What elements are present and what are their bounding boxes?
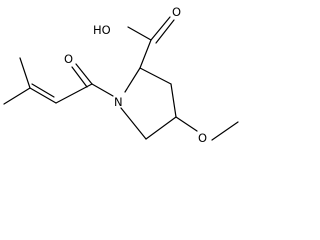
bond-c3-c4 <box>170 83 177 118</box>
bond-o-methoxy-ch3 <box>211 121 239 141</box>
atom-label-n: N <box>114 95 123 109</box>
bond-c-acid-o-double-1 <box>150 16 171 41</box>
bond-c-carbonyl-c-alpha <box>55 83 93 104</box>
atom-label-o-methoxy: O <box>198 131 207 145</box>
bond-c-beta-methyl-bottom <box>3 87 31 105</box>
bond-c-beta-methyl-top <box>19 57 31 89</box>
bond-c2-c-acid <box>139 39 152 69</box>
atom-label-o-acid: O <box>172 5 181 19</box>
bond-c-acid-oh <box>127 26 152 41</box>
structure-diagram: HO O O N O <box>3 5 239 145</box>
bond-c-carbonyl-o-double-1 <box>75 63 93 85</box>
bond-n-c-carbonyl <box>91 83 114 97</box>
atom-label-oh: HO <box>93 23 111 37</box>
bond-n-c2 <box>124 67 141 93</box>
bond-c4-o-methoxy <box>175 116 198 132</box>
bond-c5-n <box>120 107 147 140</box>
bond-c-alpha-c-beta-1 <box>29 87 57 104</box>
bond-c-carbonyl-o-double-2 <box>71 66 88 88</box>
bond-c-acid-o-double-2 <box>155 19 175 44</box>
atom-label-o-amide: O <box>64 52 73 66</box>
bond-c2-c3 <box>139 67 172 85</box>
bond-c4-c5 <box>145 116 177 140</box>
bond-c-alpha-c-beta-2 <box>31 83 55 98</box>
